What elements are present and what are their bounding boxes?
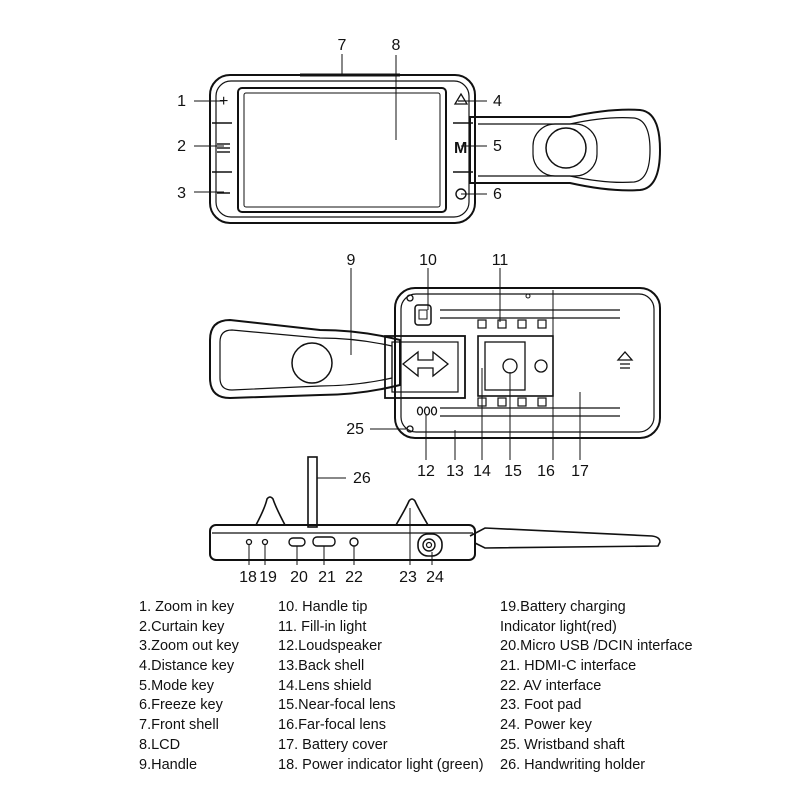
callout-10: 10	[419, 252, 437, 269]
legend-item: 10. Handle tip	[278, 599, 368, 615]
lcd-screen	[237, 87, 447, 213]
bottom-shell	[209, 524, 476, 561]
callout-22: 22	[345, 569, 363, 586]
legend-item: 22. AV interface	[500, 677, 602, 694]
back-handle	[209, 318, 401, 400]
legend-item: 9.Handle	[139, 756, 198, 773]
power-key	[417, 533, 443, 557]
bottom-handle	[469, 527, 661, 549]
callout-16: 16	[537, 463, 555, 480]
legend-item: 8.LCD	[139, 736, 181, 753]
legend-item: 7.Front shell	[139, 717, 219, 734]
callout-24: 24	[426, 569, 444, 586]
front-handle-button	[545, 127, 587, 169]
legend-column-3: 19.Battery charging Indicator light(red)…	[500, 598, 693, 775]
callout-20: 20	[290, 569, 308, 586]
near-focal-lens	[502, 358, 518, 374]
av-port	[349, 537, 359, 547]
wristband-shaft	[406, 425, 414, 433]
legend-item: 23. Foot pad	[500, 697, 582, 714]
callout-26: 26	[353, 470, 371, 487]
hdmi-port	[312, 536, 336, 547]
fill-in-lights	[440, 309, 620, 417]
callout-11: 11	[492, 252, 509, 269]
callout-numbers: 1 2 3 4 5 6 7 8 9 10 11 12 13 14 15 16 1…	[177, 37, 589, 586]
loudspeaker	[416, 406, 438, 416]
handle-tip	[414, 304, 432, 326]
callout-14: 14	[473, 463, 491, 480]
legend-item: 25. Wristband shaft	[500, 736, 625, 753]
curtain-key-mark	[217, 143, 230, 153]
legend-column-2: 10. Handle tip 11. Fill-in light 12.Loud…	[278, 598, 484, 775]
legend-item: 18. Power indicator light (green)	[278, 756, 484, 773]
hinge	[384, 335, 466, 399]
legend-item: 20.Micro USB /DCIN interface	[500, 638, 693, 655]
legend-item: 3.Zoom out key	[139, 638, 239, 655]
power-indicator-light	[245, 538, 253, 546]
legend-item: 15.Near-focal lens	[278, 697, 396, 714]
callout-1: 1	[177, 93, 186, 110]
callout-13: 13	[446, 463, 464, 480]
legend-item: 19.Battery charging	[500, 599, 626, 615]
callout-7: 7	[338, 37, 347, 54]
mode-key-mark: M	[454, 140, 467, 157]
back-shell	[394, 287, 661, 439]
callout-5: 5	[493, 138, 502, 155]
legend-item: 16.Far-focal lens	[278, 717, 386, 734]
callout-9: 9	[347, 252, 356, 269]
callout-19: 19	[259, 569, 277, 586]
front-handle	[469, 108, 662, 192]
callout-15: 15	[504, 463, 522, 480]
lens-shield	[477, 335, 554, 397]
legend-item: 5.Mode key	[139, 677, 214, 694]
legend-item: 24. Power key	[500, 717, 592, 734]
callout-12: 12	[417, 463, 435, 480]
bottom-view	[209, 456, 661, 565]
legend-item: 17. Battery cover	[278, 736, 388, 753]
legend-item: 6.Freeze key	[139, 697, 223, 714]
callout-3: 3	[177, 185, 186, 202]
callout-21: 21	[318, 569, 336, 586]
legend-item: 1. Zoom in key	[139, 599, 235, 615]
callout-17: 17	[571, 463, 589, 480]
legend-item: 13.Back shell	[278, 658, 365, 675]
far-focal-lens	[534, 359, 548, 373]
micro-usb-port	[288, 537, 306, 547]
charging-indicator-light	[261, 538, 269, 546]
legend-item: Indicator light(red)	[500, 618, 617, 635]
callout-25: 25	[346, 421, 364, 438]
front-shell	[209, 74, 476, 224]
legend-column-1: 1. Zoom in key 2.Curtain key 3.Zoom out …	[139, 598, 239, 775]
parts-legend: 1. Zoom in key 2.Curtain key 3.Zoom out …	[0, 598, 800, 798]
callout-8: 8	[392, 37, 401, 54]
legend-item: 4.Distance key	[139, 658, 235, 675]
callout-23: 23	[399, 569, 417, 586]
back-view	[209, 268, 661, 460]
foot-pad-right	[395, 498, 429, 526]
callout-2: 2	[177, 138, 186, 155]
front-view: + M	[194, 54, 662, 224]
device-diagram: + M	[177, 37, 662, 586]
legend-item: 11. Fill-in light	[278, 618, 367, 635]
handwriting-holder	[307, 456, 318, 528]
legend-item: 2.Curtain key	[139, 618, 225, 635]
distance-key-mark	[453, 92, 469, 105]
legend-item: 12.Loudspeaker	[278, 638, 382, 655]
callout-4: 4	[493, 93, 502, 110]
callout-18: 18	[239, 569, 257, 586]
legend-item: 26. Handwriting holder	[500, 756, 646, 773]
foot-pad-left	[255, 496, 286, 526]
battery-cover-arrow	[616, 351, 634, 369]
legend-item: 21. HDMI-C interface	[500, 658, 637, 675]
callout-6: 6	[493, 186, 502, 203]
legend-item: 14.Lens shield	[278, 677, 372, 694]
